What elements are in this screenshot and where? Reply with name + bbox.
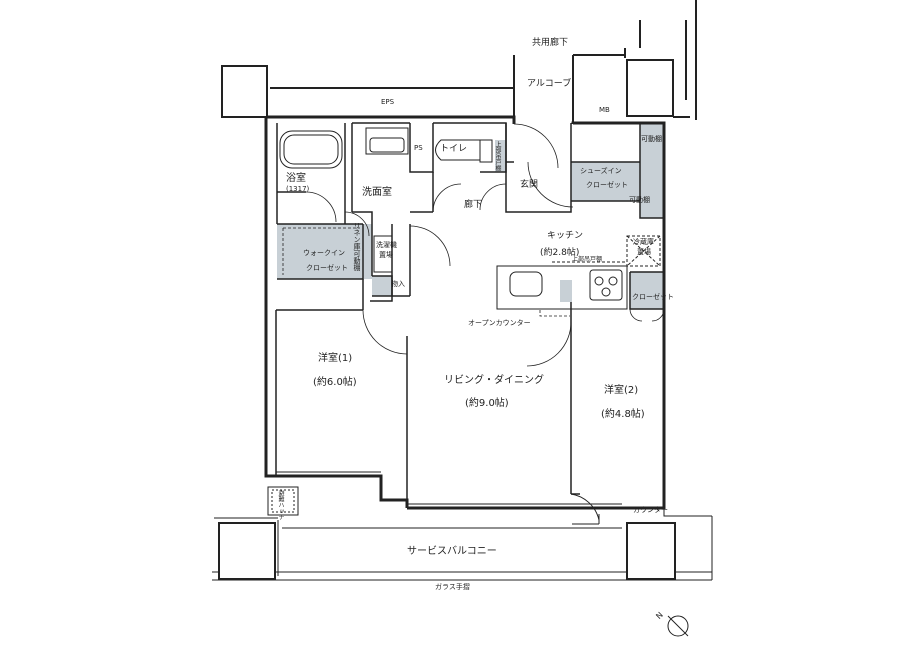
label-washroom: 洗面室 [362, 187, 392, 198]
corridor-walls [270, 0, 697, 123]
label-storage: 物入 [391, 280, 405, 288]
label-eps: EPS [381, 98, 395, 106]
label-bathroom-size: (1317) [286, 185, 310, 193]
bathroom-fixtures [279, 127, 493, 273]
label-glass-handrail: ガラス手摺 [435, 583, 470, 591]
label-bathroom: 浴室 [286, 173, 306, 184]
storage-areas [277, 123, 664, 309]
label-walk-in-1: ウォークイン [303, 249, 345, 257]
label-shoe-closet-1: シューズイン [580, 167, 622, 175]
label-shoe-closet-2: クローゼット [586, 181, 628, 189]
label-closet: クローゼット [632, 293, 674, 301]
label-counter: カウンター [633, 506, 668, 514]
label-upper-cabinet-kitchen: 上部吊戸棚 [572, 256, 603, 263]
label-western1: 洋室(1) [318, 353, 353, 364]
label-walk-in-2: クローゼット [306, 264, 348, 272]
label-washer-1: 洗濯機 [376, 241, 397, 249]
label-western2-size: (約4.8帖) [601, 409, 645, 420]
label-open-counter: オープンカウンター [468, 319, 531, 327]
label-common-corridor: 共用廊下 [532, 38, 569, 48]
label-balcony: サービスバルコニー [407, 546, 497, 557]
interior-walls [275, 122, 664, 500]
pillars [218, 59, 676, 580]
label-fridge-1: 冷蔵庫 [633, 238, 654, 246]
label-upper-cabinet-toilet: 上部吊戸棚 [494, 141, 501, 171]
label-adjustable-shelf-wic: 可動棚 [353, 250, 361, 271]
label-adjustable-shelf-2: 可動棚 [629, 196, 650, 204]
windows [276, 471, 622, 525]
compass-icon [667, 615, 689, 637]
label-toilet: トイレ [440, 144, 468, 154]
label-evacuation-hatch: 避難ハッチ [277, 490, 284, 520]
door-swings [305, 123, 665, 367]
label-adjustable-shelf-1: 可動棚 [641, 135, 662, 143]
label-fridge-2: 置場 [637, 248, 651, 256]
label-alcove: アルコーブ [527, 79, 572, 89]
label-living: リビング・ダイニング [444, 375, 544, 386]
label-kitchen: キッチン [547, 231, 584, 241]
kitchen-fixtures [496, 235, 661, 310]
label-linen: リネン庫 [353, 222, 361, 250]
label-living-size: (約9.0帖) [465, 398, 509, 409]
label-hallway: 廊下 [464, 200, 483, 210]
label-western2: 洋室(2) [604, 385, 639, 396]
label-mb: MB [599, 106, 610, 114]
label-kitchen-size: (約2.8帖) [540, 248, 580, 258]
label-ps: PS [414, 144, 423, 152]
label-washer-2: 置場 [379, 251, 393, 259]
dashed-lines [276, 176, 570, 317]
label-western1-size: (約6.0帖) [313, 377, 357, 388]
label-entrance: 玄関 [520, 180, 539, 190]
